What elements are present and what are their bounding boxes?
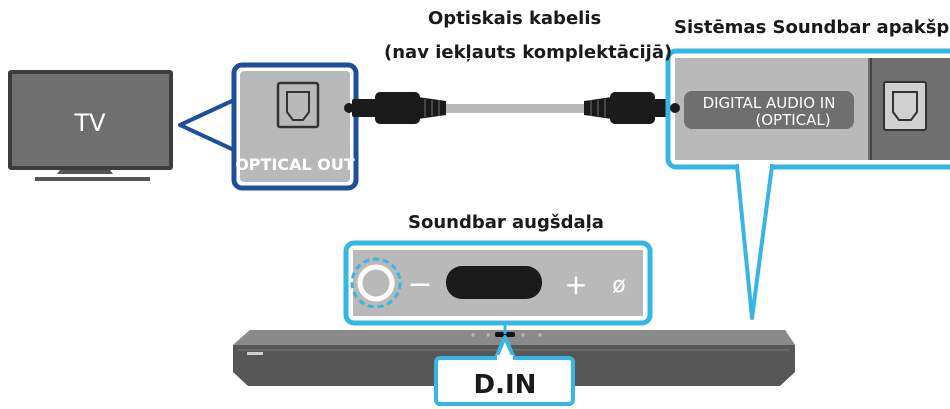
cable-subtitle: (nav iekļauts komplektācijā) [384, 42, 673, 63]
soundbar-logo [247, 352, 263, 355]
optical-out-label: OPTICAL OUT [235, 155, 355, 174]
tv-stand [35, 177, 150, 181]
digital-audio-in-label: DIGITAL AUDIO IN [703, 94, 836, 112]
display-text: D.IN [474, 370, 537, 400]
top-panel-callout: − + ø [343, 240, 653, 326]
display-callout: D.IN [434, 335, 575, 406]
cable-title: Optiskais kabelis [428, 8, 602, 29]
multi-function-button-icon [357, 264, 395, 302]
volume-up-icon: + [564, 268, 587, 301]
volume-down-icon: − [407, 267, 432, 302]
top-panel-title: Soundbar augšdaļa [408, 212, 604, 233]
tv-callout-pointer [178, 98, 236, 152]
rear-callout-pointer [735, 164, 774, 320]
rear-panel-callout: DIGITAL AUDIO IN (OPTICAL) [665, 48, 950, 170]
tv-label: TV [73, 109, 106, 137]
tv: TV [8, 70, 173, 181]
mic-off-icon: ø [612, 273, 625, 298]
optical-port-icon [276, 81, 320, 129]
button-highlight-ring [350, 257, 402, 309]
display-window [446, 266, 542, 299]
optical-cable [344, 92, 675, 124]
optical-out-panel: OPTICAL OUT [231, 62, 359, 191]
digital-audio-in-port-icon [883, 81, 927, 131]
digital-audio-in-sublabel: (OPTICAL) [755, 111, 830, 129]
rear-panel-title: Sistēmas Soundbar apakšpuse [674, 17, 950, 38]
